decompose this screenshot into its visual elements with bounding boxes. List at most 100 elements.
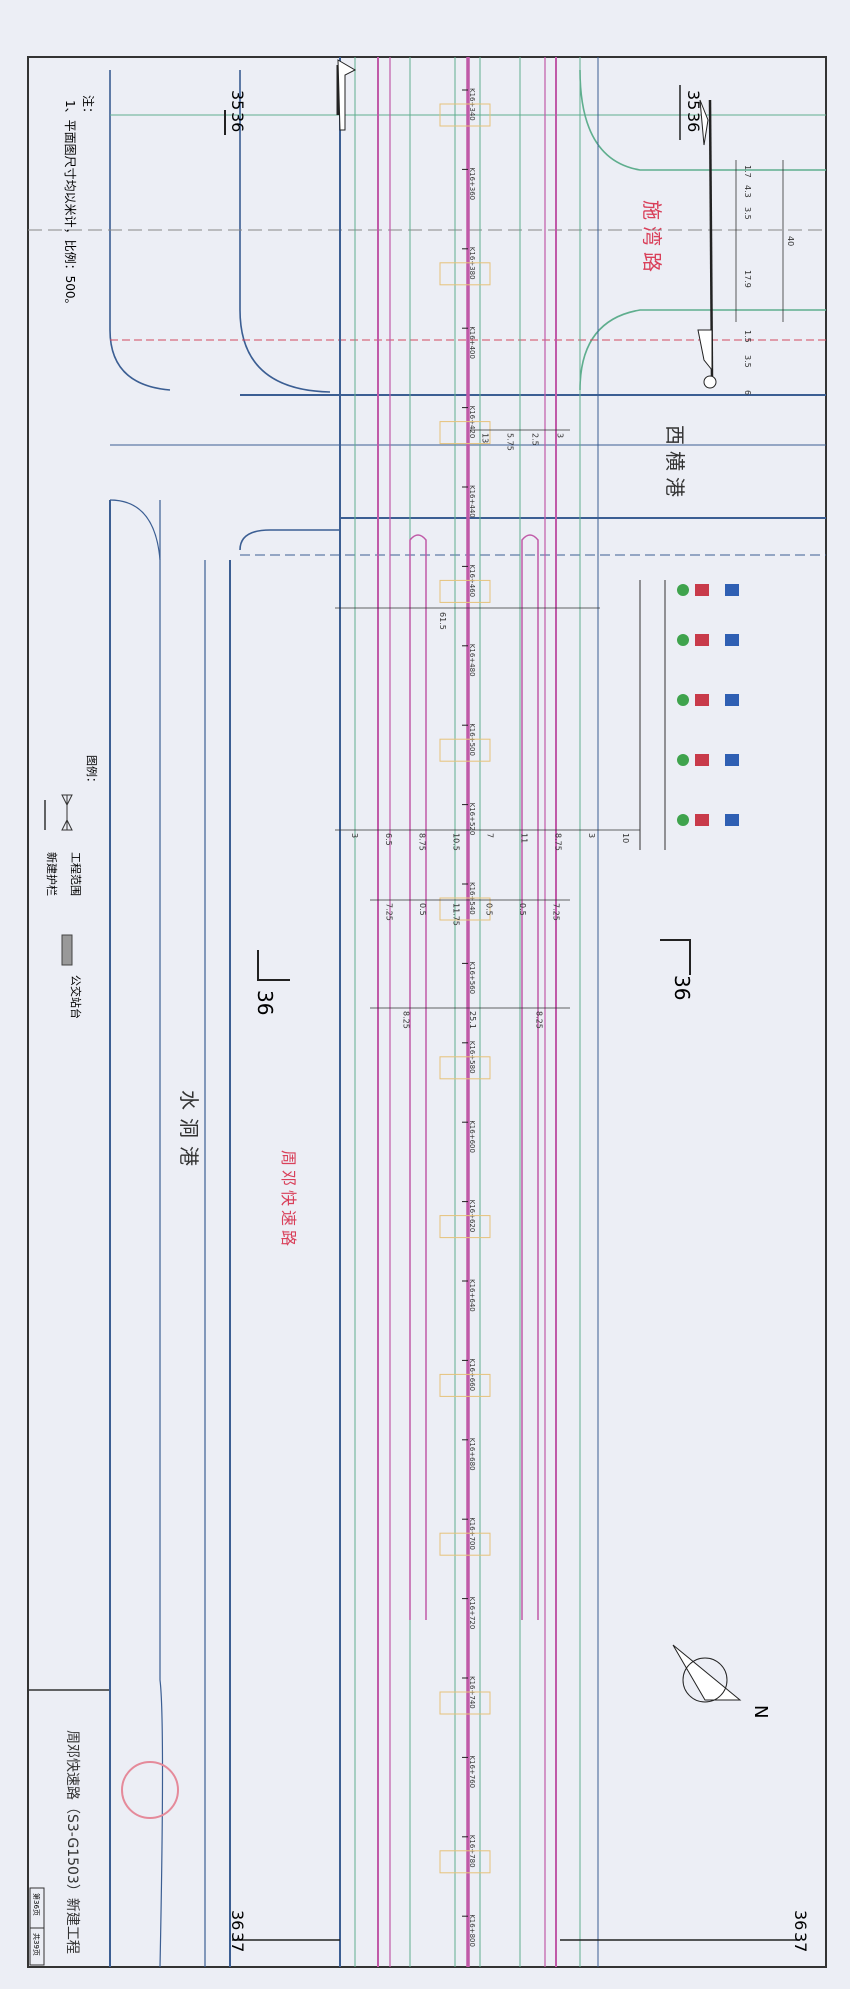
north-arrow-icon: N <box>672 1644 771 1718</box>
parking-marking <box>439 897 491 921</box>
page-box <box>29 1887 45 1966</box>
station-label: K16+440 <box>468 485 476 518</box>
outer-frame <box>27 56 827 1968</box>
legend-label: 工程范围 <box>69 852 83 896</box>
dimension-value: 10 <box>621 833 630 843</box>
station-label: K16+560 <box>468 961 476 994</box>
note-item: 1、平面图尺寸均以米计，比例：500。 <box>63 100 77 311</box>
dimension-value: 1.7 <box>743 165 752 178</box>
dimension-value: 3 <box>556 433 565 438</box>
legend-heading: 图例： <box>85 755 99 788</box>
notes-heading: 注： <box>81 95 96 119</box>
station-label: K16+760 <box>468 1755 476 1788</box>
parking-marking <box>439 1532 491 1556</box>
dimension-value: 40 <box>786 236 795 246</box>
vehicle-icon <box>695 694 709 706</box>
dimension-value: 6.5 <box>384 833 393 846</box>
section-mark-label: 36 <box>684 112 703 132</box>
dimension-value: 0.5 <box>518 903 527 916</box>
shuidong-channel <box>109 499 231 1968</box>
page-current: 第36页 <box>32 1893 41 1916</box>
section-mark-label: 36 <box>228 112 247 132</box>
dimension-value: 3 <box>587 833 596 838</box>
legend-label: 公交站台 <box>69 975 83 1019</box>
ramp-outline <box>409 534 427 1620</box>
ramp-outline <box>521 534 539 1620</box>
expressway-lines <box>339 57 599 1967</box>
dimension-value: 11 <box>519 833 528 843</box>
section-mark-label: 35 <box>684 90 703 110</box>
drawing-title: 周邓快速路（S3-G1503）新建工程 <box>64 1730 80 1954</box>
dimension-value: 8.75 <box>553 833 562 851</box>
dimension-value: 6 <box>743 390 752 395</box>
parking-marking <box>439 1373 491 1397</box>
parking-marking <box>439 262 491 286</box>
station-label: K16+640 <box>468 1279 476 1312</box>
dimension-value: 13 <box>481 433 490 443</box>
typical-cross-section-inset <box>639 580 739 850</box>
parking-marking <box>439 1215 491 1239</box>
dimension-total: 61.5 <box>438 612 447 630</box>
dimension-value: 25.1 <box>468 1011 477 1029</box>
section-mark-label: 35 <box>228 90 247 110</box>
section-mark-label: 36 <box>791 1910 810 1930</box>
station-label: K16+680 <box>468 1438 476 1471</box>
station-label: K16+400 <box>468 326 476 359</box>
vehicle-icon <box>695 634 709 646</box>
road-name-shuidong: 水洞港 <box>177 1090 201 1174</box>
dimension-value: 7.25 <box>385 903 394 921</box>
dimension-value: 10.5 <box>452 833 461 851</box>
parking-marking <box>439 1691 491 1715</box>
road-name-xiheng: 西横港 <box>663 425 687 503</box>
dimension-value: 7 <box>486 833 495 838</box>
road-name-shiwan: 施湾路 <box>640 200 664 278</box>
project-boundary-icon <box>61 794 73 831</box>
section-mark-top-right: 35 36 <box>679 85 717 389</box>
dimension-value: 3 <box>350 833 359 838</box>
parking-marking <box>439 1850 491 1874</box>
page-total: 共39页 <box>32 1933 41 1956</box>
section-mark-top-left: 35 36 <box>224 59 357 135</box>
north-label: N <box>750 1705 771 1718</box>
vehicle-icon <box>695 814 709 826</box>
vehicle-icon <box>695 584 709 596</box>
parking-marking <box>439 1056 491 1080</box>
station-label: K16+480 <box>468 644 476 677</box>
section-mark-bottom-right: 36 37 <box>560 1910 810 1952</box>
section-mark-label: 36 <box>228 1910 247 1930</box>
section-mark-bottom-left: 36 37 <box>228 1910 340 1952</box>
dimension-value: 0.5 <box>485 903 494 916</box>
dimension-value: 3.5 <box>743 355 752 368</box>
tree-icon <box>677 694 689 706</box>
station-label: K16+360 <box>468 167 476 200</box>
vehicle-icon <box>725 814 739 826</box>
dimension-value: 17.9 <box>743 270 752 288</box>
parking-marking <box>439 579 491 603</box>
bus-stop-icon <box>61 934 73 966</box>
dimension-value: 7.25 <box>551 903 560 921</box>
dimension-value: 1.5 <box>743 330 752 343</box>
dimension-value: 8.25 <box>535 1011 544 1029</box>
section-mark-mid-right: 36 <box>660 939 694 1000</box>
station-label: K16+520 <box>468 803 476 836</box>
dimension-value: 5.75 <box>506 433 515 451</box>
section-mark-label: 36 <box>253 990 277 1015</box>
dimension-value: 8.75 <box>418 833 427 851</box>
tree-icon <box>677 634 689 646</box>
dimension-value: 11.75 <box>451 903 460 926</box>
parking-marking <box>439 103 491 127</box>
vehicle-icon <box>725 634 739 646</box>
station-labels: K16+340K16+360K16+380K16+400K16+420K16+4… <box>439 88 491 1947</box>
dimension-value: 2.5 <box>531 433 540 446</box>
road-name-zhoudeng: 周邓快速路 <box>279 1150 298 1250</box>
parking-marking <box>439 421 491 445</box>
parking-marking <box>439 738 491 762</box>
station-label: K16+600 <box>468 1120 476 1153</box>
tree-icon <box>677 754 689 766</box>
vehicle-icon <box>725 694 739 706</box>
vehicle-icon <box>725 754 739 766</box>
legend: 图例： 工程范围 新建护栏 公交站台 <box>44 755 99 1019</box>
section-mark-label: 37 <box>228 1932 247 1952</box>
